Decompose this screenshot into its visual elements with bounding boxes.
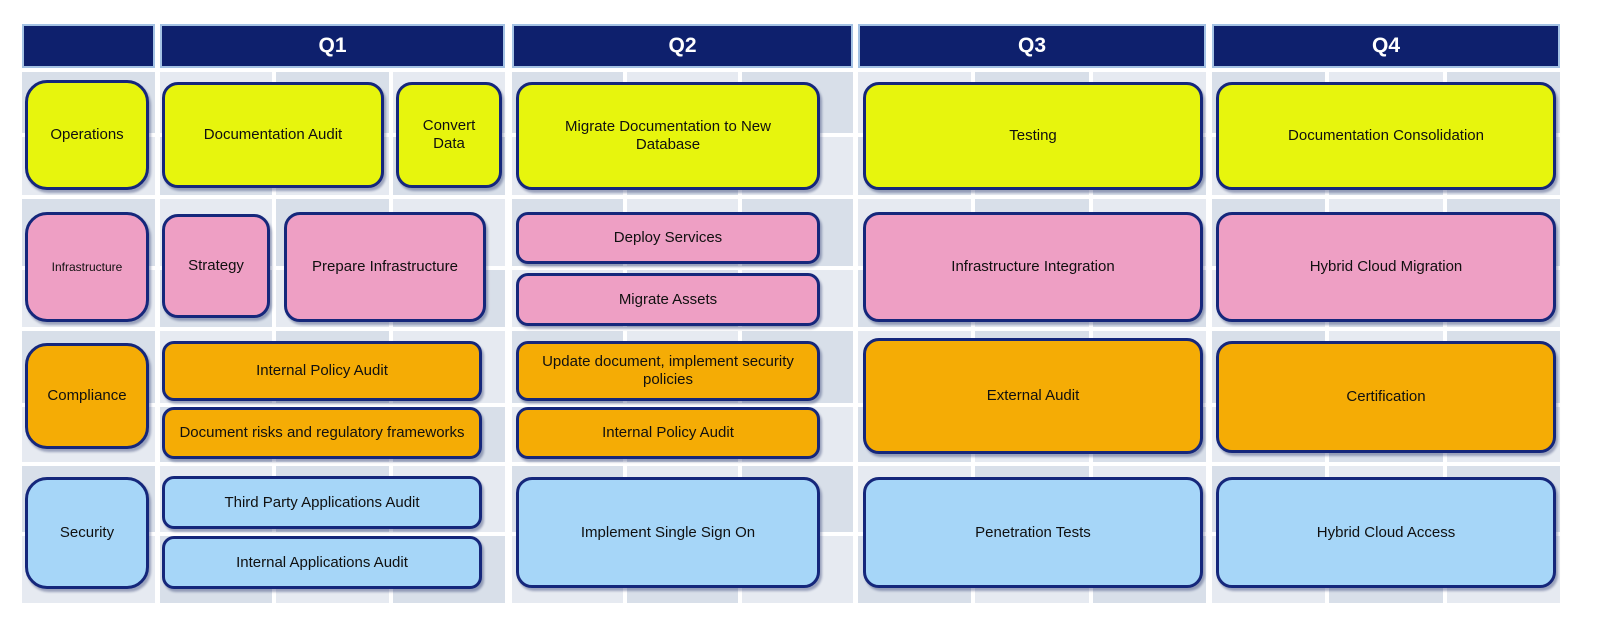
quarter-header-q3: Q3 bbox=[858, 24, 1206, 68]
task-deploy-services: Deploy Services bbox=[516, 212, 820, 264]
task-document-risks: Document risks and regulatory frameworks bbox=[162, 407, 482, 459]
quarter-header-q1: Q1 bbox=[160, 24, 505, 68]
quarter-header-q2: Q2 bbox=[512, 24, 853, 68]
row-label-compliance: Compliance bbox=[25, 343, 149, 449]
task-hybrid-cloud-migration: Hybrid Cloud Migration bbox=[1216, 212, 1556, 322]
task-internal-policy-audit-q2: Internal Policy Audit bbox=[516, 407, 820, 459]
task-third-party-applications-audit: Third Party Applications Audit bbox=[162, 476, 482, 529]
task-documentation-consolidation: Documentation Consolidation bbox=[1216, 82, 1556, 190]
task-hybrid-cloud-access: Hybrid Cloud Access bbox=[1216, 477, 1556, 588]
row-label-security: Security bbox=[25, 477, 149, 589]
task-internal-applications-audit: Internal Applications Audit bbox=[162, 536, 482, 589]
task-migrate-documentation: Migrate Documentation to New Database bbox=[516, 82, 820, 190]
task-convert-data: Convert Data bbox=[396, 82, 502, 188]
task-implement-single-sign-on: Implement Single Sign On bbox=[516, 477, 820, 588]
task-infrastructure-integration: Infrastructure Integration bbox=[863, 212, 1203, 322]
header-corner bbox=[22, 24, 155, 68]
task-internal-policy-audit-q1: Internal Policy Audit bbox=[162, 341, 482, 401]
row-label-infrastructure: Infrastructure bbox=[25, 212, 149, 322]
task-certification: Certification bbox=[1216, 341, 1556, 453]
task-update-document-security-policies: Update document, implement security poli… bbox=[516, 341, 820, 401]
task-migrate-assets: Migrate Assets bbox=[516, 273, 820, 326]
task-documentation-audit: Documentation Audit bbox=[162, 82, 384, 188]
task-strategy: Strategy bbox=[162, 214, 270, 318]
row-label-operations: Operations bbox=[25, 80, 149, 190]
task-testing: Testing bbox=[863, 82, 1203, 190]
task-penetration-tests: Penetration Tests bbox=[863, 477, 1203, 588]
task-external-audit: External Audit bbox=[863, 338, 1203, 454]
quarter-header-q4: Q4 bbox=[1212, 24, 1560, 68]
task-prepare-infrastructure: Prepare Infrastructure bbox=[284, 212, 486, 322]
